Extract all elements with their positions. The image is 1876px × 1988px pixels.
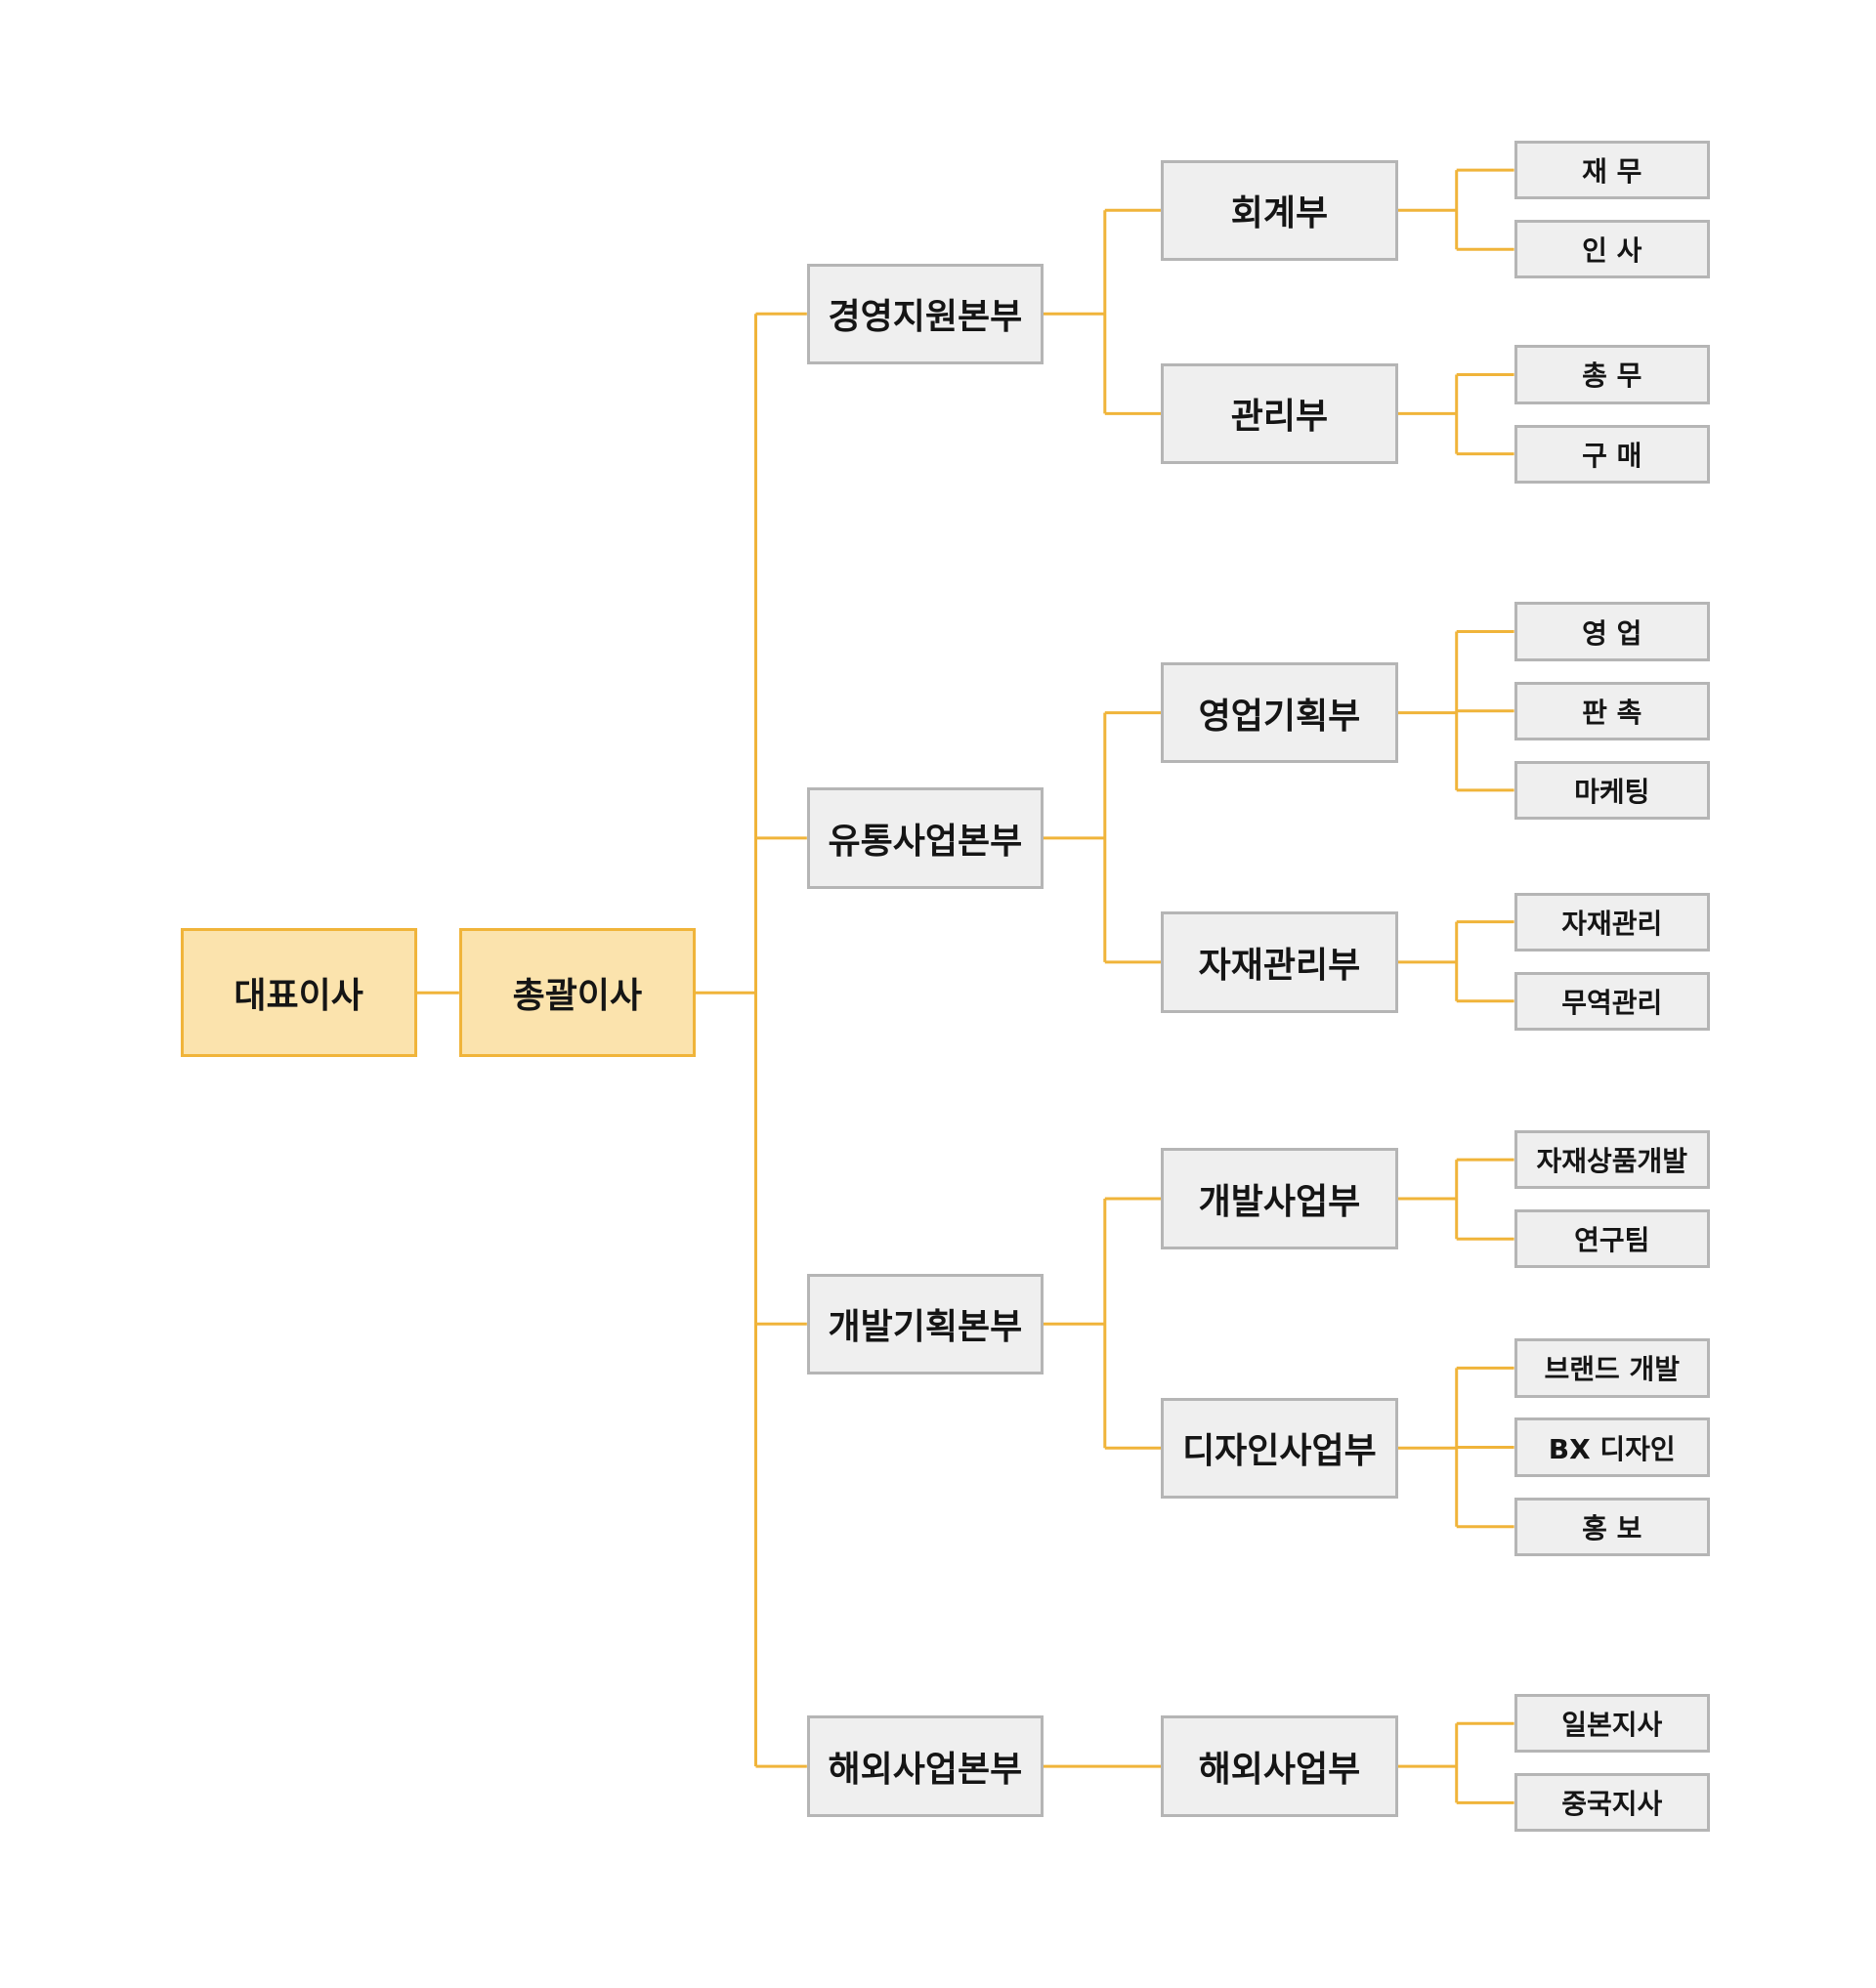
department-accounting: 회계부 (1161, 159, 1398, 261)
team-research: 연구팀 (1514, 1209, 1710, 1269)
team-japan-branch: 일본지사 (1514, 1694, 1710, 1754)
division-overseas: 해외사업본부 (806, 1715, 1044, 1817)
department-design-business: 디자인사업부 (1161, 1397, 1398, 1499)
division-management-support: 경영지원본부 (806, 263, 1044, 364)
team-materials: 자재관리 (1514, 892, 1710, 952)
team-china-branch: 중국지사 (1514, 1773, 1710, 1833)
team-pr: 홍 보 (1514, 1497, 1710, 1556)
general-manager-box: 총괄이사 (458, 928, 696, 1058)
department-sales-planning: 영업기획부 (1161, 661, 1398, 764)
team-general-affairs: 총 무 (1514, 345, 1710, 404)
team-brand-development: 브랜드 개발 (1514, 1338, 1710, 1398)
team-purchasing: 구 매 (1514, 424, 1710, 484)
team-product-development: 자재상품개발 (1514, 1129, 1710, 1190)
division-distribution: 유통사업본부 (806, 787, 1044, 889)
department-development-business: 개발사업부 (1161, 1148, 1398, 1249)
ceo-box: 대표이사 (180, 928, 417, 1058)
team-finance: 재 무 (1514, 140, 1710, 200)
team-hr: 인 사 (1514, 220, 1710, 279)
team-marketing: 마케팅 (1514, 760, 1710, 820)
team-promotion: 판 촉 (1514, 681, 1710, 740)
department-overseas-business: 해외사업부 (1161, 1715, 1398, 1817)
team-bx-design: BX 디자인 (1514, 1417, 1710, 1477)
team-trade: 무역관리 (1514, 971, 1710, 1031)
division-development-planning: 개발기획본부 (806, 1273, 1044, 1375)
department-administration: 관리부 (1161, 362, 1398, 465)
department-materials-management: 자재관리부 (1161, 911, 1398, 1013)
team-sales: 영 업 (1514, 602, 1710, 661)
